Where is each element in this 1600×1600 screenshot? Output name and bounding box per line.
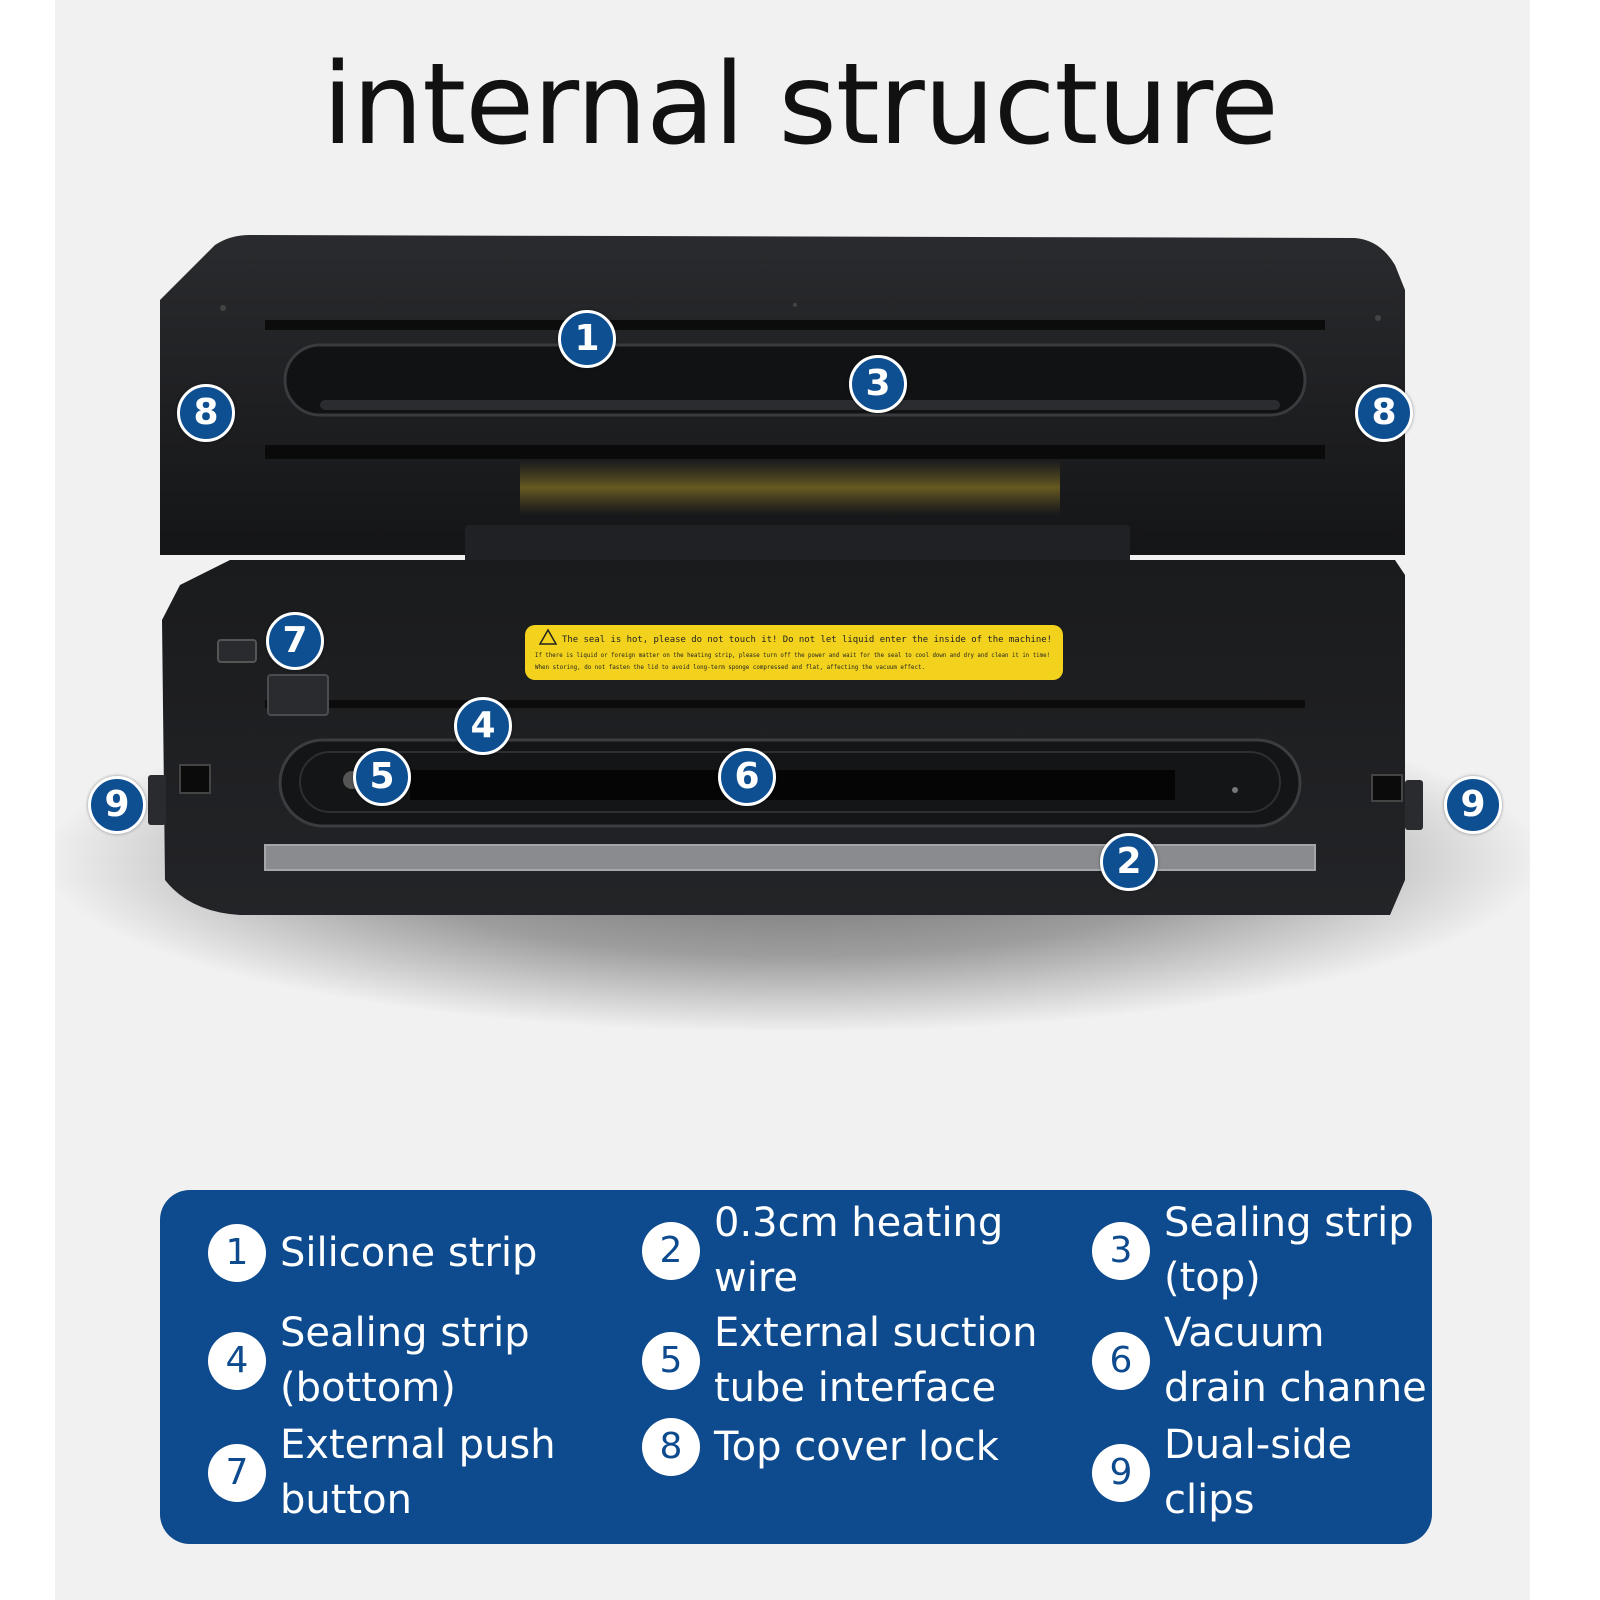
legend-label-4: Sealing strip (bottom) (280, 1310, 530, 1411)
legend-item-1: 1 Silicone strip (208, 1224, 537, 1282)
legend-item-5: 5 External suction tube interface (642, 1306, 1037, 1416)
legend-item-3: 3 Sealing strip (top) (1092, 1196, 1414, 1306)
legend-number-3: 3 (1092, 1222, 1150, 1280)
vacuum-sealer-illustration: The seal is hot, please do not touch it!… (148, 235, 1423, 915)
top-cover (160, 235, 1405, 555)
legend-item-9: 9 Dual-side clips (1092, 1418, 1352, 1528)
callout-9-right: 9 (1444, 776, 1502, 834)
callout-5: 5 (353, 748, 411, 806)
warning-triangle-icon (538, 628, 558, 645)
legend-item-2: 2 0.3cm heating wire (642, 1196, 1003, 1306)
silicone-strip (265, 320, 1325, 330)
right-clip (1405, 780, 1423, 830)
push-button (267, 674, 329, 716)
callout-9-left: 9 (88, 776, 146, 834)
legend-number-1: 1 (208, 1224, 266, 1282)
legend-number-4: 4 (208, 1332, 266, 1390)
callout-4: 4 (454, 697, 512, 755)
legend-item-8: 8 Top cover lock (642, 1418, 999, 1476)
base-body (148, 560, 1423, 915)
legend-label-7: External push button (280, 1422, 556, 1523)
callout-7: 7 (266, 612, 324, 670)
legend-number-9: 9 (1092, 1444, 1150, 1502)
legend-label-2: 0.3cm heating wire (714, 1200, 1004, 1301)
left-clip (148, 775, 166, 825)
legend-item-7: 7 External push button (208, 1418, 556, 1528)
callout-8-right: 8 (1355, 384, 1413, 442)
legend-label-1: Silicone strip (280, 1229, 538, 1276)
page-title: internal structure (322, 40, 1279, 170)
legend-item-4: 4 Sealing strip (bottom) (208, 1306, 530, 1416)
warning-label: The seal is hot, please do not touch it!… (525, 625, 1063, 680)
callout-3: 3 (849, 355, 907, 413)
legend-label-9: Dual-side clips (1164, 1422, 1353, 1523)
callout-6: 6 (718, 748, 776, 806)
legend-label-5: External suction tube interface (714, 1310, 1038, 1411)
legend-number-6: 6 (1092, 1332, 1150, 1390)
callout-8-left: 8 (177, 384, 235, 442)
legend-item-6: 6 Vacuum drain channe (1092, 1306, 1427, 1416)
callout-2: 2 (1100, 833, 1158, 891)
legend-label-3: Sealing strip (top) (1164, 1200, 1414, 1301)
warning-line-2: If there is liquid or foreign matter on … (535, 651, 1050, 659)
legend-panel: 1 Silicone strip 2 0.3cm heating wire 3 … (160, 1190, 1432, 1544)
warning-line-1: The seal is hot, please do not touch it!… (562, 635, 1052, 645)
vacuum-drain-channel (410, 770, 1175, 800)
legend-number-7: 7 (208, 1444, 266, 1502)
callout-1: 1 (558, 310, 616, 368)
legend-number-5: 5 (642, 1332, 700, 1390)
legend-label-6: Vacuum drain channe (1164, 1310, 1427, 1411)
legend-number-2: 2 (642, 1222, 700, 1280)
warning-line-3: When storing, do not fasten the lid to a… (535, 663, 925, 671)
legend-label-8: Top cover lock (714, 1423, 999, 1470)
sealing-strip-top (283, 343, 1307, 417)
heat-glow (520, 460, 1060, 515)
legend-number-8: 8 (642, 1418, 700, 1476)
